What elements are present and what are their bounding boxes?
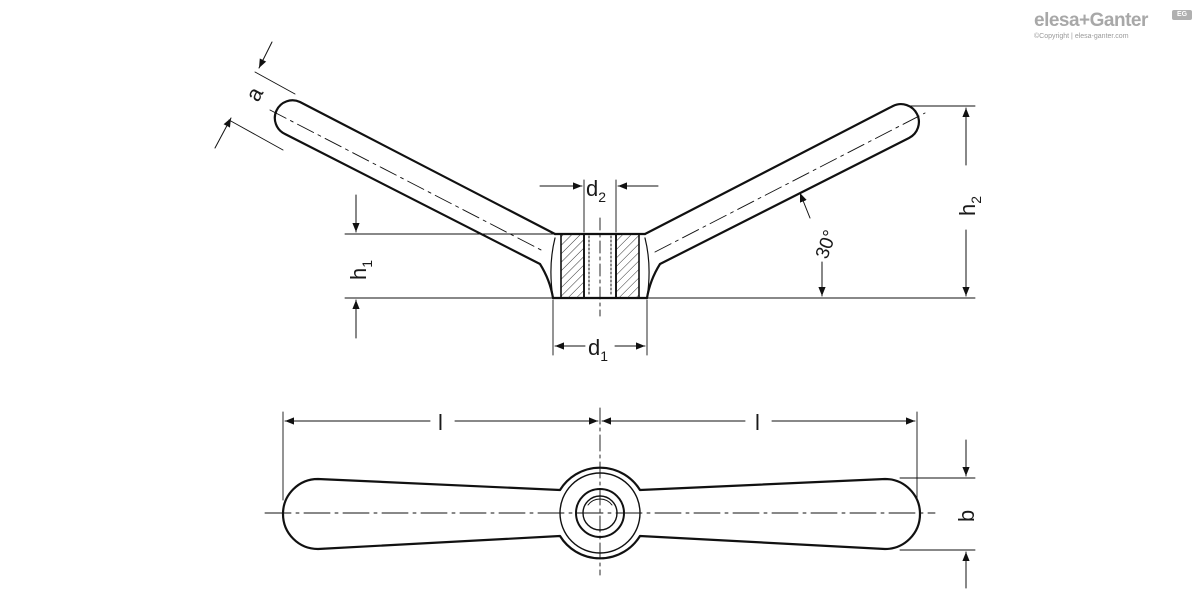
right-arm-outline xyxy=(643,103,920,300)
label-h2: h2 xyxy=(955,196,984,216)
brand-badge: EG xyxy=(1172,10,1192,20)
plan-outline xyxy=(281,466,922,560)
label-angle: 30° xyxy=(812,228,842,262)
hub-section-left xyxy=(560,233,585,299)
hub-right-curve xyxy=(644,237,650,299)
dim-angle-arrow-top xyxy=(799,192,811,219)
brand-copyright: ©Copyright | elesa-ganter.com xyxy=(1034,33,1129,40)
hub-section-right xyxy=(615,233,640,299)
label-l-left: l xyxy=(438,410,443,435)
label-d1: d1 xyxy=(588,335,608,364)
brand-name: elesa+Ganter xyxy=(1034,10,1148,31)
side-view xyxy=(214,41,976,356)
hub-left-curve xyxy=(550,237,556,299)
dim-a-arrow-top xyxy=(258,41,273,69)
brand-logo: elesa+Ganter EG ©Copyright | elesa-gante… xyxy=(1034,10,1192,44)
dim-a-arrow-bottom xyxy=(214,117,232,149)
right-arm-centerline xyxy=(654,112,926,253)
plan-view xyxy=(264,407,976,589)
left-arm-centerline xyxy=(269,109,546,253)
label-l-right: l xyxy=(755,410,760,435)
left-arm-outline xyxy=(273,99,557,300)
label-b: b xyxy=(954,510,979,522)
label-a: a xyxy=(240,82,268,105)
label-h1: h1 xyxy=(346,260,375,280)
label-d2: d2 xyxy=(586,176,606,205)
